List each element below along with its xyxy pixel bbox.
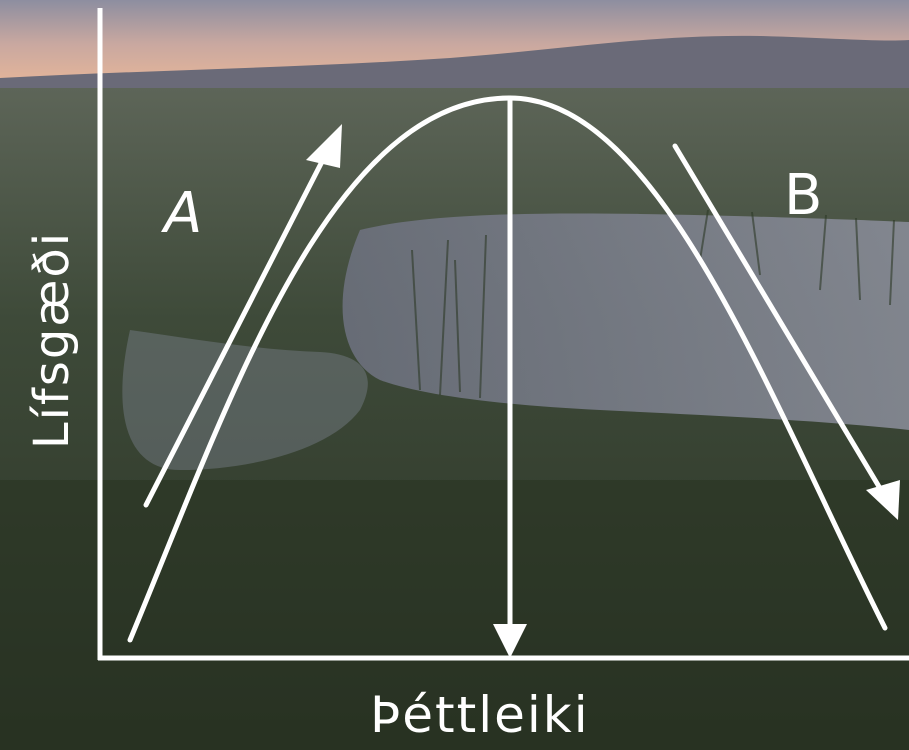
y-axis-label: Lífsgæði [28,231,76,449]
label-a: A [164,186,202,242]
label-b: B [784,168,822,224]
x-axis-label: Þéttleiki [370,690,590,740]
